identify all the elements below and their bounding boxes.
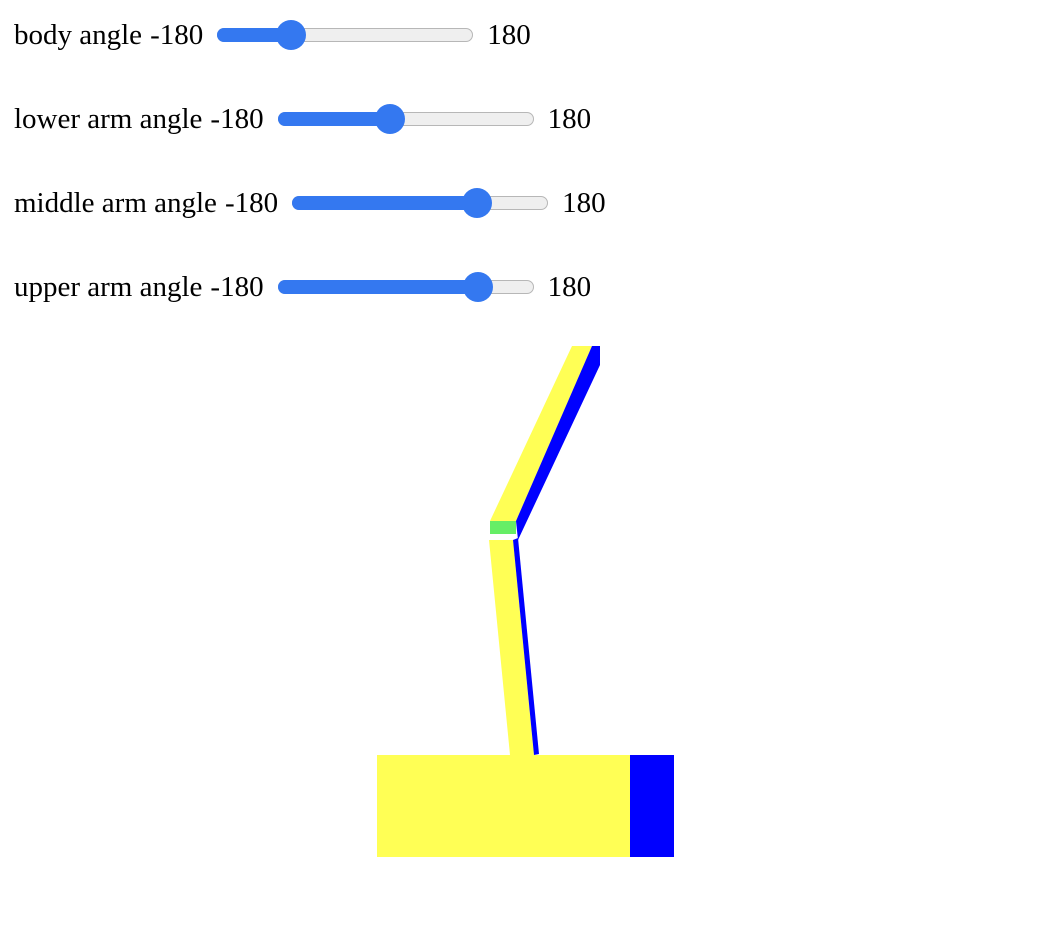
- upper-arm-angle-control: upper arm angle -180 180: [14, 267, 591, 307]
- lower-arm-angle-label: lower arm angle: [14, 102, 203, 135]
- lower-arm-face: [489, 540, 534, 755]
- middle-arm-angle-min: -180: [224, 186, 279, 219]
- body-angle-slider[interactable]: [217, 20, 474, 50]
- arm-joint: [490, 521, 516, 534]
- body-angle-max: 180: [487, 18, 531, 51]
- upper-arm-angle-min: -180: [210, 270, 264, 303]
- slider-fill: [217, 28, 291, 42]
- lower-arm-angle-min: -180: [210, 102, 264, 135]
- body-angle-min: -180: [150, 18, 204, 51]
- upper-arm-angle-max: 180: [547, 270, 592, 303]
- slider-fill: [292, 196, 477, 210]
- slider-fill: [277, 280, 478, 294]
- robot-body-face: [377, 755, 630, 857]
- upper-arm-angle-label: upper arm angle: [14, 270, 203, 303]
- lower-arm-angle-slider[interactable]: [277, 104, 534, 134]
- body-angle-label: body angle: [14, 18, 143, 51]
- body-angle-control: body angle -180 180: [14, 15, 531, 55]
- middle-arm-angle-max: 180: [562, 186, 606, 219]
- slider-fill: [277, 112, 390, 126]
- middle-arm-angle-label: middle arm angle: [14, 186, 217, 219]
- middle-arm-angle-control: middle arm angle -180 180: [14, 183, 606, 223]
- lower-arm-side: [513, 538, 539, 755]
- slider-thumb[interactable]: [275, 20, 306, 50]
- upper-arm-face: [490, 346, 592, 521]
- lower-arm-angle-max: 180: [547, 102, 592, 135]
- upper-arm-side: [516, 346, 600, 540]
- robot-body-side: [630, 755, 674, 857]
- middle-arm-angle-slider[interactable]: [292, 188, 549, 218]
- lower-arm-angle-control: lower arm angle -180 180: [14, 99, 591, 139]
- slider-thumb[interactable]: [461, 188, 492, 218]
- upper-arm-angle-slider[interactable]: [277, 272, 534, 302]
- slider-thumb[interactable]: [462, 272, 493, 302]
- slider-thumb[interactable]: [374, 104, 405, 134]
